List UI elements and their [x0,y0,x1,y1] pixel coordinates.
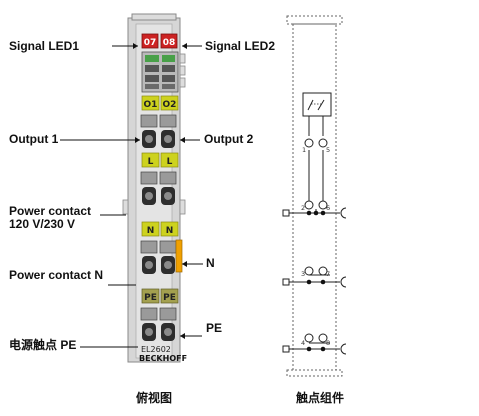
contact-5 [318,138,328,148]
contact-7 [318,266,328,276]
indicator-cell [145,65,159,72]
contact-number: 3 [301,270,305,278]
contact-4 [304,333,314,343]
caption-contact-assembly: 触点组件 [296,391,345,405]
label-block-n-left [141,221,160,237]
label-n-right: N [166,226,174,236]
label-pe-left: PE [144,293,157,303]
contact-2 [304,200,314,210]
label-signal-led2: Signal LED2 [205,39,276,53]
clamp-row-1 [140,114,177,148]
rail-connectors-right [340,207,347,355]
indicator-cell [162,75,175,82]
clamp-row-2 [140,171,177,205]
label-o2: O2 [163,100,177,110]
orange-marker [175,239,183,273]
contact-number: 7 [326,270,330,278]
contact-number: 5 [326,146,330,154]
contact-1 [304,138,314,148]
terminal-top-clip [131,13,177,21]
side-notch [179,53,186,64]
label-power-contact-n: Power contact N [9,268,104,282]
contact-circles [304,138,328,343]
side-notch [179,65,186,76]
label-l-right: L [167,157,173,167]
side-notch [122,199,129,215]
side-notch [179,199,186,215]
label-block-o1 [141,95,160,111]
contact-8 [318,333,328,343]
label-block-l-right [160,152,179,168]
signal-led-2 [160,33,178,49]
label-pe-contact-cn: 电源触点 PE [9,338,77,352]
label-block-o2 [160,95,179,111]
caption-top-view: 俯视图 [136,391,173,405]
relay-box [302,92,332,117]
contact-3 [304,266,314,276]
label-block-pe-right [160,288,179,304]
clamp-row-4 [140,307,177,341]
contact-number: 6 [326,204,330,212]
contact-number: 1 [302,146,306,154]
signal-led-1 [141,33,159,49]
rail-connectors-left [282,209,290,353]
indicator-cell [162,55,175,62]
junction-dots [306,210,326,352]
led-label-left: 07 [144,38,157,48]
label-block-l-left [141,152,160,168]
label-l-left: L [148,157,154,167]
label-power-contact: Power contact [9,204,92,218]
clamp-row-3 [140,240,177,274]
label-output2: Output 2 [204,132,254,146]
relay-switch [317,99,325,111]
arrowheads [133,43,187,339]
label-n: N [206,256,215,270]
schematic-wires [288,116,340,350]
label-signal-led1: Signal LED1 [9,39,80,53]
model-number: EL2602 [141,345,171,354]
label-pe: PE [206,321,223,335]
side-notch [179,77,186,88]
contact-number: 8 [326,339,330,347]
contact-number: 2 [301,204,305,212]
label-block-pe-left [141,288,160,304]
contact-6 [318,200,328,210]
contact-number: 4 [301,339,305,347]
indicator-cell [162,65,175,72]
label-power-contact-voltage: 120 V/230 V [9,217,76,231]
label-pe-right: PE [163,293,176,303]
schematic-outline [286,15,343,377]
indicator-cell [145,55,159,62]
brand-name: BECKHOFF [139,354,187,363]
label-n-left: N [147,226,155,236]
indicator-cell [145,75,159,82]
label-output1: Output 1 [9,132,59,146]
indicator-cell [145,84,159,89]
indicator-cell [162,84,175,89]
relay-switch [307,99,314,111]
label-block-n-right [160,221,179,237]
led-label-right: 08 [163,38,176,48]
label-o1: O1 [144,100,158,110]
